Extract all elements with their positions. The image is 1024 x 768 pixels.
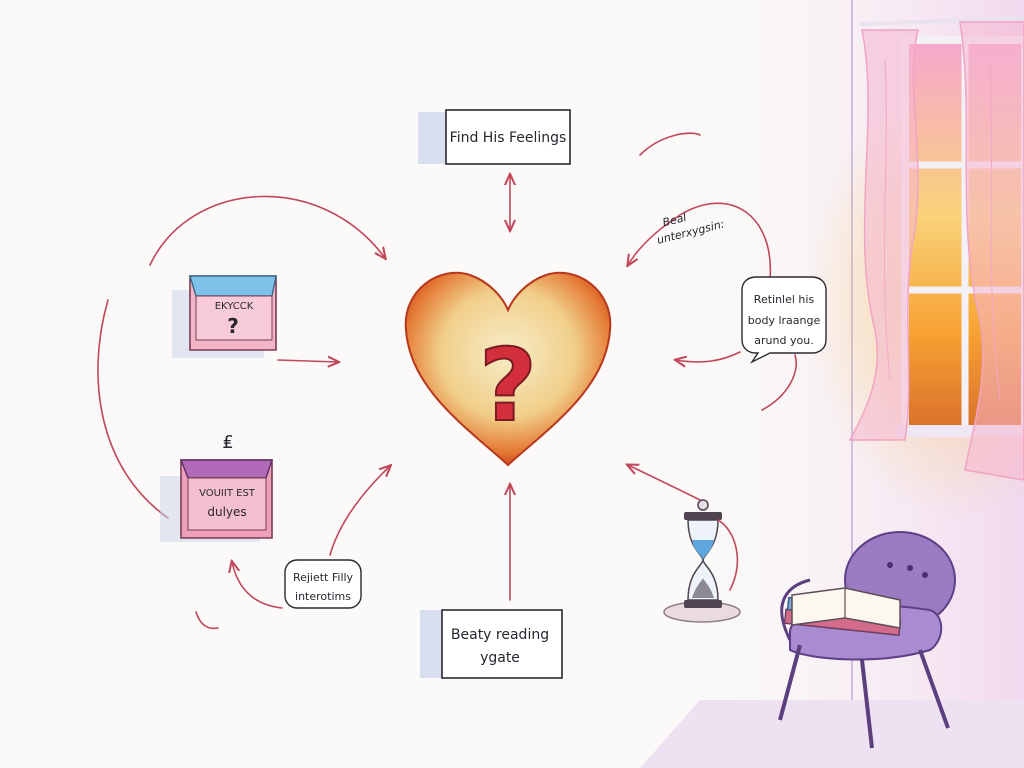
right-bubble-line-3: arund you. xyxy=(754,334,813,347)
left-bottom-box-symbol: ₤ xyxy=(222,432,233,453)
top-box-label: Find His Feelings xyxy=(450,130,567,146)
left-bottom-box-line-1: VOUIIT EST xyxy=(199,488,256,499)
room-floor xyxy=(640,700,1024,768)
heart-question-mark: ? xyxy=(479,327,537,444)
connector-arrows xyxy=(97,132,797,630)
left-top-box-question: ? xyxy=(227,314,239,338)
arrow-right-bottom xyxy=(628,465,701,501)
right-bubble: Retinlel his body lraange arund you. xyxy=(741,276,827,364)
bottom-box-line-2: ygate xyxy=(480,650,520,666)
bottom-left-bubble-line-2: interotims xyxy=(295,590,351,603)
arrow-left-bottom xyxy=(329,466,390,556)
arrow-bottom-left-bubble xyxy=(232,562,283,609)
top-box-find-his-feelings: Find His Feelings xyxy=(418,109,571,165)
heart-question-icon: ? xyxy=(404,271,612,467)
arrow-left-arc xyxy=(97,299,169,519)
arrow-right-arc xyxy=(761,354,797,411)
arrow-hourglass-arc xyxy=(717,519,739,591)
arrow-right-bubble xyxy=(676,351,741,362)
left-bottom-box: ₤ VOUIIT EST dulyes xyxy=(160,432,273,542)
hourglass-icon xyxy=(663,499,741,623)
bottom-box-line-1: Beaty reading xyxy=(451,627,549,643)
arrow-top-left-arc xyxy=(149,195,385,266)
left-top-box: EKYCCK ? xyxy=(172,275,277,358)
left-bottom-box-line-2: dulyes xyxy=(207,505,246,519)
left-top-box-label: EKYCCK xyxy=(215,301,254,312)
reading-chair xyxy=(778,531,956,749)
bottom-box: Beaty reading ygate xyxy=(420,609,563,679)
bottom-left-bubble-line-1: Rejiett Filly xyxy=(293,571,354,584)
curtains xyxy=(848,16,1024,481)
bottom-left-bubble: Rejiett Filly interotims xyxy=(284,559,362,609)
top-right-note-line-1: Beal xyxy=(661,211,688,229)
arrow-left-top-box xyxy=(277,360,338,362)
right-bubble-line-2: body lraange xyxy=(748,314,821,327)
right-bubble-line-1: Retinlel his xyxy=(754,293,815,306)
arrow-right-top-arc xyxy=(628,202,772,281)
